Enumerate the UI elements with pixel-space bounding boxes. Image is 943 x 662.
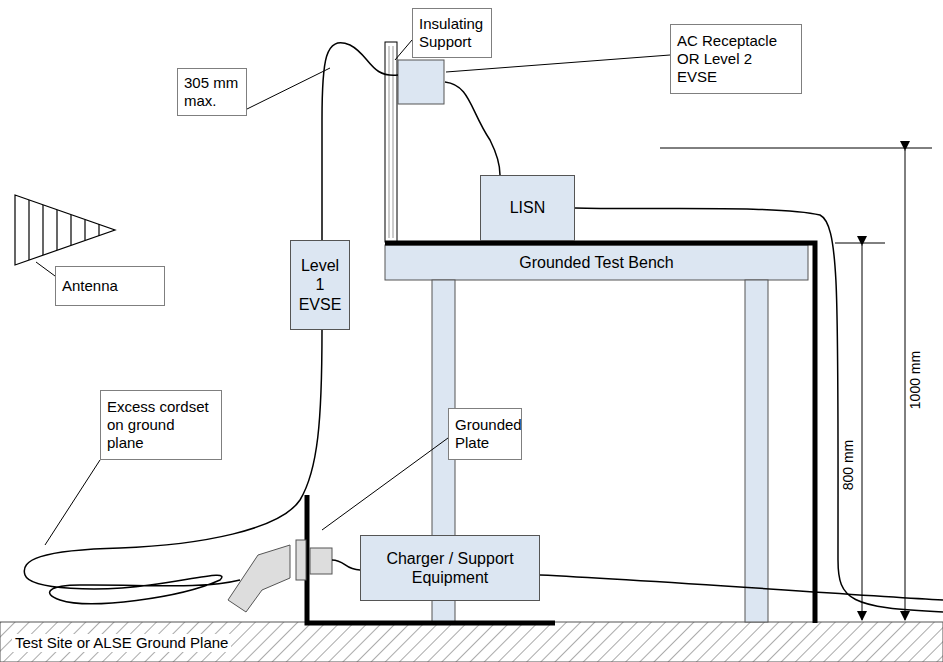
node-text: LISN [487,198,568,217]
charge-plug [228,545,290,612]
dimension-label: 800 mm [840,438,856,493]
leader-line [245,68,330,110]
callout-box: 305 mm max. [177,68,247,116]
callout-box: Antenna [55,266,165,306]
ac-receptacle [398,60,444,104]
dimension-line [835,243,885,244]
callout-box: Insulating Support [412,8,492,58]
inlet-wire [332,560,360,570]
antenna-symbol [15,195,115,265]
node-text: 305 mm max. [184,74,240,110]
supply-wire [540,575,943,600]
callout-box: AC Receptacle OR Level 2 EVSE [670,24,802,94]
inlet-body [310,548,332,574]
equipment-box: Charger / Support Equipment [360,535,540,601]
leader-line [45,460,100,545]
node-text: Charger / Support Equipment [367,549,533,587]
bench-leg [745,280,768,622]
leader-line [36,262,55,276]
leader-line [322,438,448,530]
leader-line [395,40,412,60]
lisn-wire [445,82,500,175]
dimension-label: 1000 mm [907,349,923,411]
callout-box: Grounded Plate [448,408,522,460]
equipment-box: Level 1 EVSE [290,240,350,330]
node-text: Grounded Plate [455,416,515,452]
bench-top [385,245,808,280]
dimension-arrow [862,245,863,620]
node-text: Excess cordset on ground plane [107,398,215,452]
insulating-support [385,42,397,242]
node-text: Antenna [62,277,158,295]
dimension-line [660,148,932,149]
ground-band: Test Site or ALSE Ground Plane [0,623,943,662]
ground-plane [0,622,943,662]
inlet [296,540,306,580]
callout-box: Excess cordset on ground plane [100,390,222,460]
node-text: Level 1 EVSE [297,256,343,314]
node-text: Insulating Support [419,15,485,51]
bench-band: Grounded Test Bench [386,246,807,279]
node-text: AC Receptacle OR Level 2 EVSE [677,32,795,86]
cordset [322,43,398,240]
node-text: Test Site or ALSE Ground Plane [12,634,231,652]
dimension-arrow [905,150,906,620]
equipment-box: LISN [480,175,575,241]
node-text: Grounded Test Bench [392,253,801,272]
